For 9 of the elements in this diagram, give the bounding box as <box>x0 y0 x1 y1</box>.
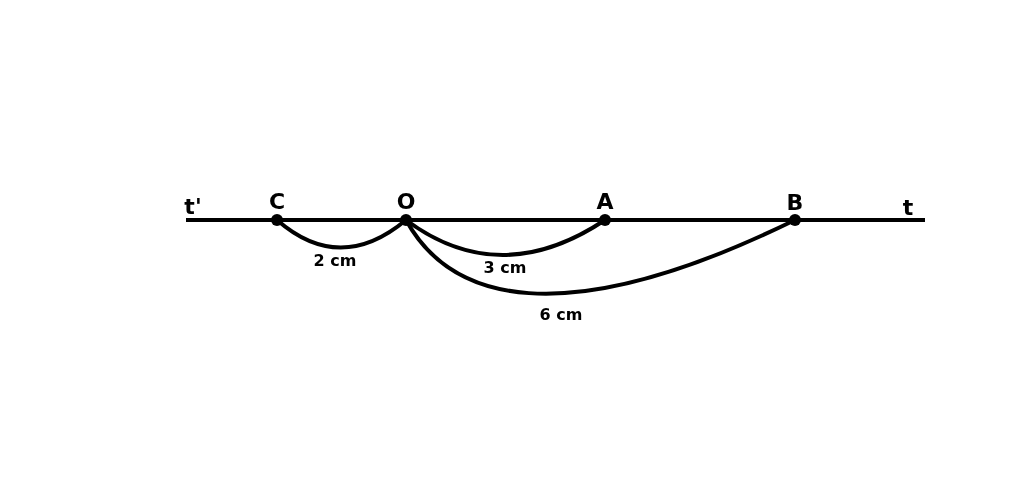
line-name: t' <box>184 196 202 218</box>
point-label: B <box>786 192 804 214</box>
point-label: C <box>268 191 286 213</box>
dimension-label: 6 cm <box>539 307 583 323</box>
point-label: A <box>596 191 614 213</box>
line-name: t <box>902 197 914 219</box>
dimension-label: 3 cm <box>483 260 527 276</box>
dimension-label: 2 cm <box>313 253 357 269</box>
point-label: O <box>396 191 416 213</box>
